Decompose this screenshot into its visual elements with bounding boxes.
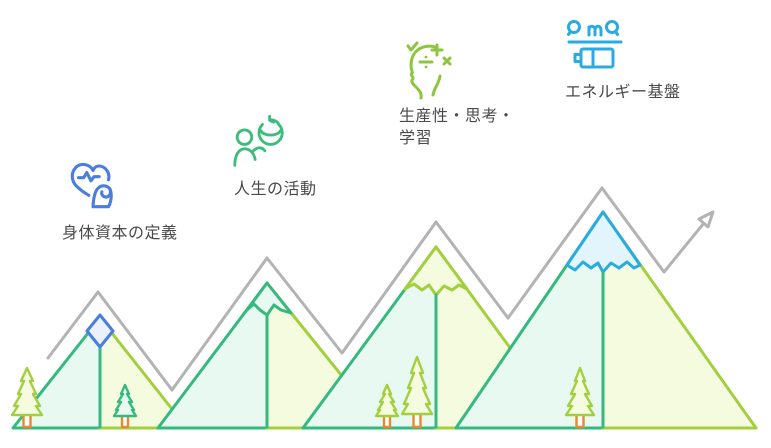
trees (10, 355, 596, 429)
thinking-head-icon (399, 38, 525, 100)
energy-battery-icon (565, 16, 681, 74)
tree (400, 355, 434, 429)
snow-diamond (85, 313, 115, 349)
tree (10, 366, 44, 429)
step-label-line1: 生産性・思考・ (399, 108, 515, 125)
step-label-line2: 学習 (399, 130, 433, 147)
step-life-activity: 人生の活動 (228, 111, 317, 201)
mountain-4 (454, 210, 758, 430)
tree (112, 383, 138, 429)
tree (374, 383, 400, 429)
step-label: 身体資本の定義 (62, 225, 178, 242)
trend-line (46, 186, 715, 392)
step-energy-foundation: エネルギー基盤 (565, 16, 681, 104)
step-productivity-thinking: 生産性・思考・学習 (399, 38, 525, 150)
arrow-icon (697, 210, 715, 229)
step-label: 生産性・思考・学習 (399, 106, 525, 150)
step-physical-capital: 身体資本の定義 (62, 157, 178, 245)
step-label: 人生の活動 (234, 181, 317, 198)
step-label: エネルギー基盤 (565, 84, 681, 101)
heart-muscle-icon (64, 157, 178, 215)
tree (564, 366, 596, 429)
person-activity-icon (228, 111, 317, 173)
